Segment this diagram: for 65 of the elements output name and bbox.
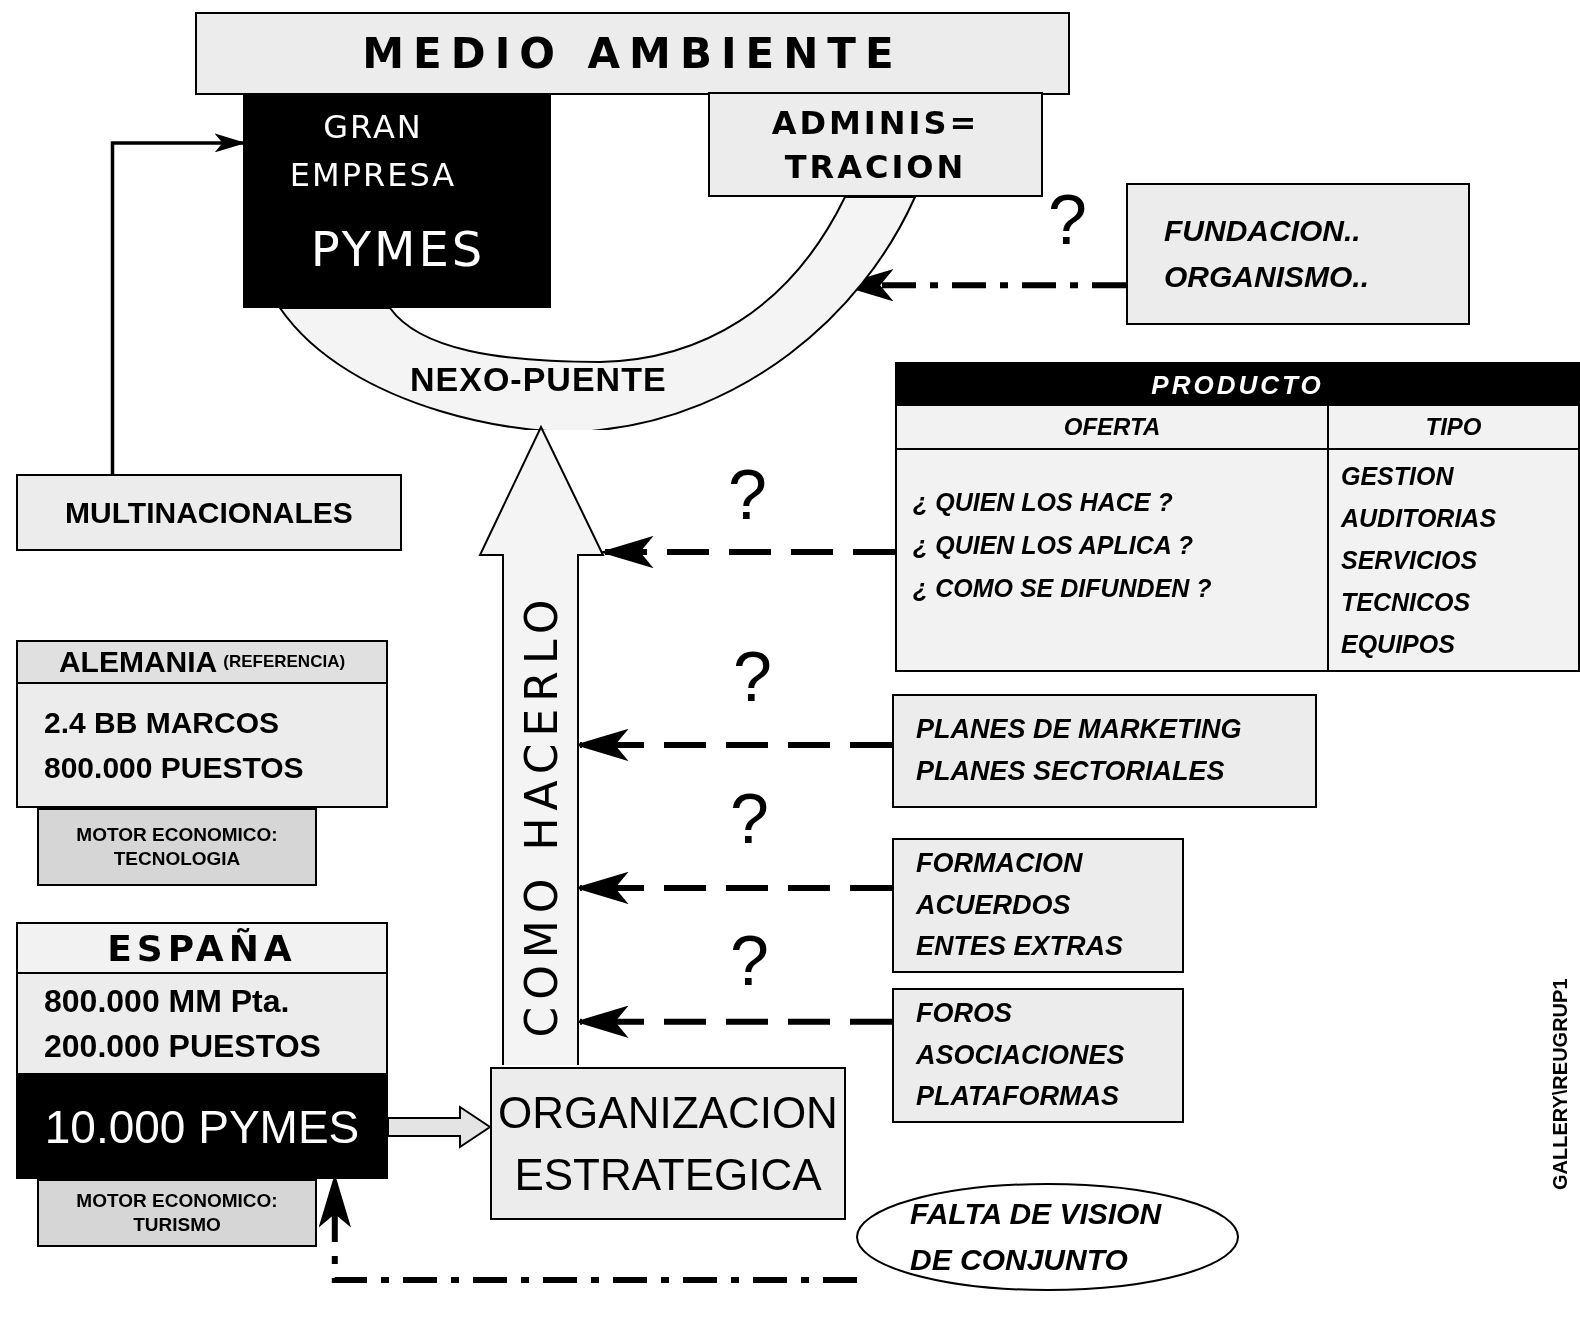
box-label: MOTOR ECONOMICO: TURISMO <box>75 1189 279 1237</box>
panel-text: 200.000 PUESTOS <box>44 1026 322 1066</box>
panel-title: (REFERENCIA) <box>223 652 346 672</box>
text-box <box>892 838 1184 973</box>
administration-box <box>708 92 1043 197</box>
box-label: FUNDACION.. <box>1164 212 1362 249</box>
table-cell-text: EQUIPOS <box>1341 629 1456 660</box>
table-cell-text: AUDITORIAS <box>1341 503 1498 534</box>
table-cell-text: ¿ COMO SE DIFUNDEN ? <box>913 572 1213 604</box>
question-mark: ? <box>730 784 769 854</box>
table-cell-text: ¿ QUIEN LOS HACE ? <box>913 486 1174 518</box>
table-cell-text: SERVICIOS TECNICOS <box>1341 545 1479 618</box>
text-box <box>892 694 1317 808</box>
table-title: PRODUCTO <box>1151 369 1324 401</box>
box-label: ENTES EXTRAS <box>916 930 1125 964</box>
text-box <box>892 988 1184 1123</box>
question-mark: ? <box>1048 185 1087 255</box>
up-arrow-shape <box>478 425 605 1065</box>
column-header: OFERTA <box>897 406 1329 448</box>
table-cell-text: ¿ QUIEN LOS APLICA ? <box>913 529 1195 561</box>
file-path-label: GALLERY\REUGRUP1 <box>1550 978 1570 1190</box>
country-panel <box>16 640 388 808</box>
note-box <box>37 1179 317 1247</box>
heading-box <box>195 12 1070 95</box>
box-label: MOTOR ECONOMICO: TECNOLOGIA <box>75 823 279 871</box>
box-label: MULTINACIONALES <box>65 495 353 530</box>
text-box <box>1126 183 1470 325</box>
box-label: PLANES SECTORIALES <box>916 755 1226 788</box>
highlight-box <box>16 1075 388 1179</box>
text-box <box>16 474 402 551</box>
note-box <box>37 808 317 886</box>
band-label: NEXO-PUENTE <box>410 360 667 399</box>
box-label: ORGANISMO.. <box>1164 259 1370 295</box>
product-table <box>895 362 1580 672</box>
table-cell-text: GESTION <box>1341 461 1455 492</box>
question-mark: ? <box>733 642 772 712</box>
box-label: ASOCIACIONES <box>916 1038 1126 1072</box>
arrow <box>599 535 895 569</box>
question-mark: ? <box>730 926 769 996</box>
panel-text: 2.4 BB MARCOS <box>44 705 281 741</box>
column-header: TIPO <box>1424 412 1483 442</box>
panel-text: 800.000 PUESTOS <box>44 750 305 786</box>
box-label: ORGANIZACION <box>498 1086 838 1139</box>
box-label: FORMACION <box>916 846 1084 880</box>
ellipse-label: FALTA DE VISION DE CONJUNTO <box>910 1196 1163 1278</box>
panel-text: 800.000 MM Pta. <box>44 981 291 1021</box>
arrow-label: COMO HACERLO <box>515 592 567 1038</box>
heading-text: MEDIO AMBIENTE <box>362 29 903 78</box>
country-panel <box>16 922 388 1075</box>
box-label: ACUERDOS <box>916 888 1072 922</box>
company-box <box>243 95 551 308</box>
box-label: ESTRATEGICA <box>514 1148 822 1201</box>
box-label: GRAN EMPRESA <box>288 107 458 196</box>
box-label: 10.000 PYMES <box>44 1100 360 1154</box>
note-ellipse <box>855 1182 1240 1292</box>
question-mark: ? <box>728 460 767 530</box>
box-label: PLANES DE MARKETING <box>916 713 1243 747</box>
box-label: ADMINIS= TRACION <box>770 102 981 188</box>
hollow-arrow <box>387 1105 492 1149</box>
panel-title: ALEMANIA <box>58 645 218 679</box>
panel-title: ESPAÑA <box>107 927 297 969</box>
box-label: PYMES <box>309 221 487 277</box>
strategy-box <box>490 1067 846 1220</box>
box-label: PLATAFORMAS <box>916 1080 1120 1114</box>
box-label: FOROS <box>916 996 1013 1030</box>
